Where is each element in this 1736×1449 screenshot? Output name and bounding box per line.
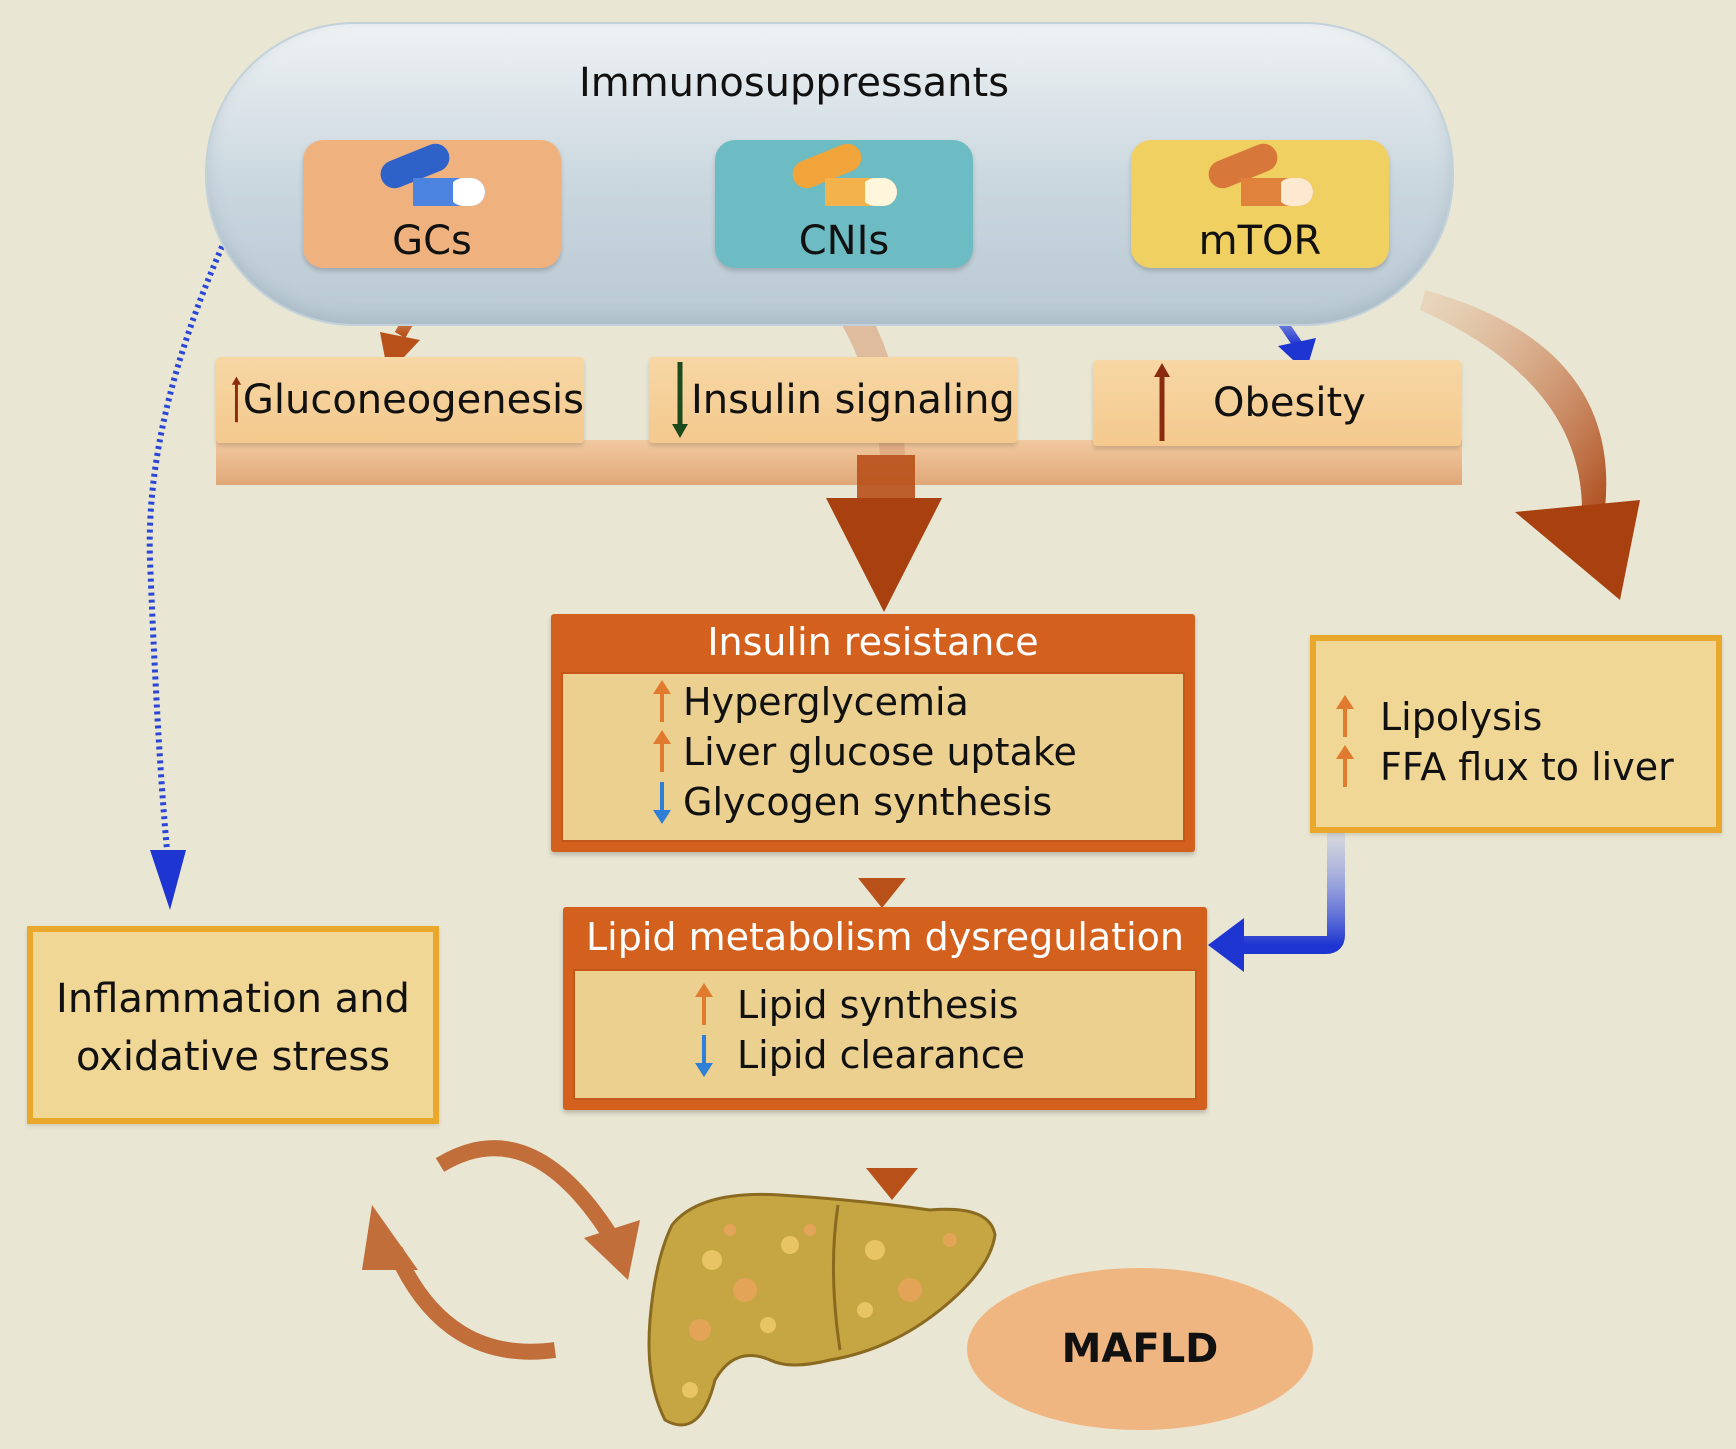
drug-label: CNIs bbox=[798, 218, 890, 264]
effect-label: Insulin signaling bbox=[691, 377, 1015, 423]
down-arrow-icon bbox=[653, 782, 671, 824]
insulin-resistance-title: Insulin resistance bbox=[707, 620, 1039, 664]
ir-item-liver-glucose-uptake: Liver glucose uptake bbox=[651, 730, 1077, 774]
effect-insulin-signaling: Insulin signaling bbox=[649, 357, 1017, 443]
lipolysis-box: Lipolysis FFA flux to liver bbox=[1310, 635, 1722, 833]
insulin-resistance-box: Insulin resistance Hyperglycemia Liver g… bbox=[551, 614, 1195, 852]
ir-item-hyperglycemia: Hyperglycemia bbox=[651, 680, 969, 724]
up-arrow-icon bbox=[1154, 363, 1170, 441]
drug-label: mTOR bbox=[1198, 218, 1322, 264]
effect-gluconeogenesis: Gluconeogenesis bbox=[216, 357, 584, 443]
effect-label: Obesity bbox=[1213, 380, 1366, 426]
lipolysis-item-ffa-flux: FFA flux to liver bbox=[1334, 745, 1674, 789]
cycle-arrow-down bbox=[435, 1140, 617, 1240]
drug-card-mtor: mTOR bbox=[1131, 140, 1389, 268]
lipid-dysregulation-title: Lipid metabolism dysregulation bbox=[586, 915, 1184, 959]
lipid-item-clearance: Lipid clearance bbox=[693, 1033, 1025, 1077]
lipolysis-to-lipid-arrow bbox=[1240, 832, 1345, 954]
mafld-outcome: MAFLD bbox=[967, 1268, 1313, 1430]
effect-obesity: Obesity bbox=[1093, 360, 1461, 446]
inflammation-box: Inflammation and oxidative stress bbox=[27, 926, 439, 1124]
ir-item-glycogen-synthesis: Glycogen synthesis bbox=[651, 780, 1052, 824]
up-arrow-icon bbox=[695, 983, 713, 1025]
drug-label: GCs bbox=[392, 218, 472, 264]
liver-illustration bbox=[647, 1192, 997, 1427]
big-down-arrow-head bbox=[826, 498, 942, 612]
cycle-arrow-up bbox=[387, 1246, 557, 1360]
up-arrow-icon bbox=[653, 680, 671, 722]
effect-label: Gluconeogenesis bbox=[242, 377, 584, 423]
up-arrow-icon bbox=[231, 376, 242, 423]
capsule-title: Immunosuppressants bbox=[578, 60, 1010, 106]
up-arrow-icon bbox=[1336, 745, 1354, 787]
drug-card-gcs: GCs bbox=[303, 140, 561, 268]
mafld-label: MAFLD bbox=[1061, 1326, 1219, 1372]
effects-bar bbox=[216, 440, 1462, 485]
pill-icon bbox=[1208, 143, 1313, 206]
up-arrow-icon bbox=[1336, 695, 1354, 737]
inflammation-line-1: Inflammation and bbox=[56, 976, 410, 1022]
pill-icon bbox=[380, 143, 485, 206]
down-arrow-icon bbox=[672, 362, 688, 438]
dotted-arrow-to-inflammation bbox=[146, 238, 228, 861]
lipid-item-synthesis: Lipid synthesis bbox=[693, 983, 1019, 1027]
up-arrow-icon bbox=[653, 730, 671, 772]
inflammation-line-2: oxidative stress bbox=[75, 1034, 391, 1080]
lipid-dysregulation-box: Lipid metabolism dysregulation Lipid syn… bbox=[563, 907, 1207, 1110]
lipolysis-item-lipolysis: Lipolysis bbox=[1334, 695, 1542, 739]
drug-card-cnis: CNIs bbox=[715, 140, 973, 268]
down-arrow-icon bbox=[695, 1035, 713, 1077]
pill-icon bbox=[792, 143, 897, 206]
